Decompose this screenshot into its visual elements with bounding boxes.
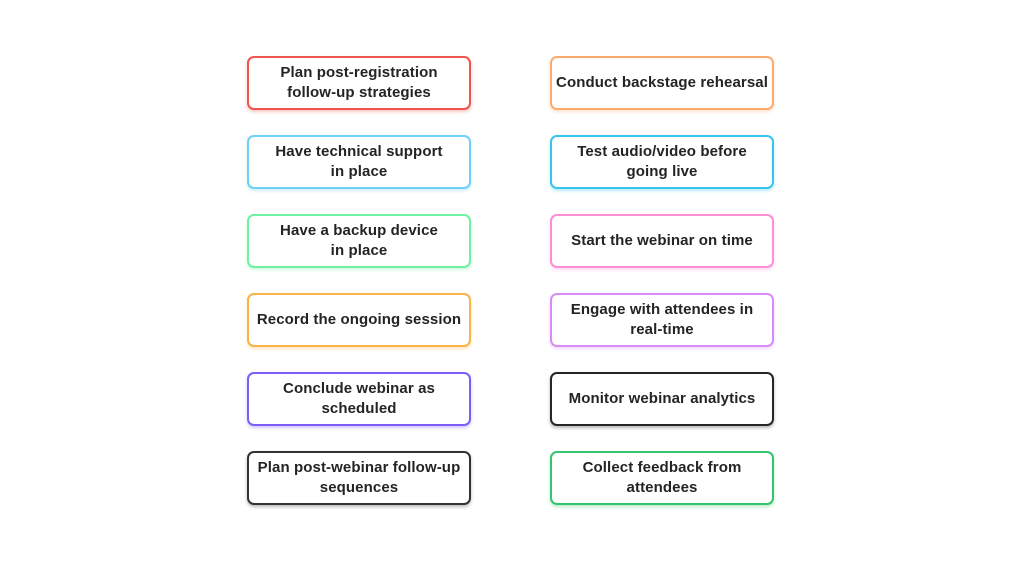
task-label: Have a backup device: [280, 222, 438, 239]
task-label: Engage with attendees in: [570, 301, 754, 318]
task-label: Conduct backstage rehearsal: [556, 74, 768, 91]
task-label: Start the webinar on time: [571, 232, 753, 249]
task-box: Have technical support in place: [247, 135, 471, 189]
task-label: Have technical support: [275, 143, 443, 160]
task-label: sequences: [319, 479, 399, 496]
task-label: Conclude webinar as: [283, 380, 435, 397]
task-label: in place: [330, 163, 388, 180]
task-label: Plan post-registration: [280, 64, 438, 81]
task-label: scheduled: [321, 400, 397, 417]
task-box: Record the ongoing session: [247, 293, 471, 347]
task-box: Collect feedback from attendees: [550, 451, 774, 505]
task-box: Conclude webinar as scheduled: [247, 372, 471, 426]
task-box: Conduct backstage rehearsal: [550, 56, 774, 110]
task-box: Plan post-webinar follow-up sequences: [247, 451, 471, 505]
task-box: Monitor webinar analytics: [550, 372, 774, 426]
task-label: Record the ongoing session: [256, 311, 462, 328]
task-label: Collect feedback from: [582, 459, 742, 476]
task-box: Test audio/video before going live: [550, 135, 774, 189]
task-box: Engage with attendees in real-time: [550, 293, 774, 347]
task-label: real-time: [630, 321, 694, 338]
task-label: Test audio/video before: [577, 143, 747, 160]
task-box: Plan post-registration follow-up strategi…: [247, 56, 471, 110]
task-label: attendees: [626, 479, 698, 496]
task-label: in place: [330, 242, 388, 259]
task-label: follow-up strategies: [287, 84, 431, 101]
task-label: going live: [626, 163, 698, 180]
task-label: Monitor webinar analytics: [568, 390, 756, 407]
task-grid: Plan post-registration follow-up strategi…: [247, 56, 774, 505]
task-box: Have a backup device in place: [247, 214, 471, 268]
task-label: Plan post-webinar follow-up: [257, 459, 461, 476]
task-box: Start the webinar on time: [550, 214, 774, 268]
